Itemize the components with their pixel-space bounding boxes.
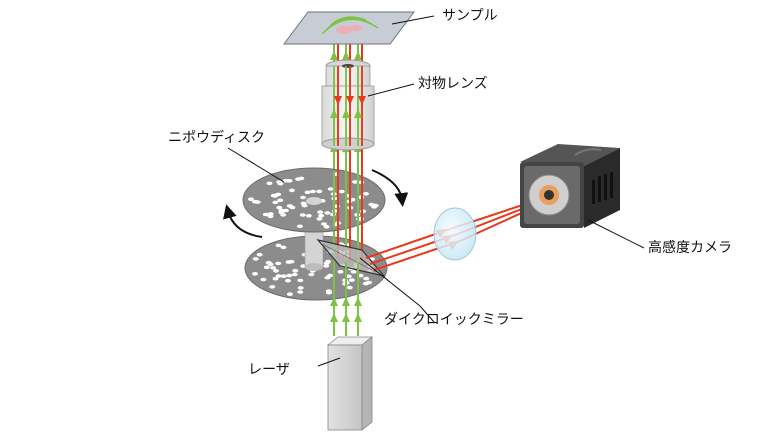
pinhole <box>324 275 331 280</box>
pinhole <box>252 272 259 276</box>
label-dichroic-mirror: ダイクロイックミラー <box>384 312 524 328</box>
label-camera: 高感度カメラ <box>648 240 732 256</box>
pinhole <box>362 281 369 286</box>
pinhole <box>316 217 323 221</box>
pinhole <box>275 243 282 248</box>
pinhole <box>305 214 312 218</box>
pinhole <box>266 181 273 186</box>
tube-lens <box>433 207 477 261</box>
pinhole <box>270 266 277 270</box>
dichroic-mirror <box>316 239 386 277</box>
label-laser: レーザ <box>248 362 290 378</box>
objective-lens <box>321 59 375 151</box>
pinhole <box>362 192 369 196</box>
pinhole <box>260 277 267 282</box>
pinhole <box>326 290 332 295</box>
pinhole <box>323 264 330 268</box>
pinhole <box>267 262 274 267</box>
pinhole <box>318 213 325 218</box>
pinhole <box>327 187 334 191</box>
pinhole <box>280 274 287 279</box>
pinhole <box>297 278 304 283</box>
label-nipkow-disk: ニポウディスク <box>168 130 266 146</box>
pinhole <box>269 285 276 289</box>
pinhole <box>368 202 375 207</box>
pinhole <box>292 268 299 273</box>
pinhole <box>276 205 283 210</box>
pinhole <box>301 203 308 208</box>
pinhole <box>272 200 279 205</box>
pinhole <box>270 193 277 198</box>
pinhole <box>338 189 345 194</box>
pinhole <box>277 198 284 203</box>
pinhole <box>267 212 274 216</box>
pinhole <box>297 290 304 294</box>
pinhole <box>288 188 295 193</box>
pinhole <box>275 261 282 266</box>
pinhole <box>346 285 353 290</box>
pinhole <box>256 252 263 257</box>
pinhole <box>308 272 315 277</box>
pinhole <box>299 213 306 217</box>
pinhole <box>363 276 370 281</box>
laser-source <box>326 336 374 431</box>
pinhole <box>275 274 282 278</box>
pinhole <box>321 222 327 226</box>
sample-slide <box>283 11 415 45</box>
pinhole <box>316 189 323 194</box>
pinhole <box>286 204 293 208</box>
pinhole <box>285 278 291 283</box>
pinhole <box>295 177 302 181</box>
pinhole <box>352 180 359 184</box>
pinhole <box>280 245 287 250</box>
leader-lines <box>227 15 645 367</box>
pinhole <box>291 272 298 277</box>
pinhole <box>252 199 258 204</box>
pinhole <box>300 195 307 200</box>
pinhole <box>276 180 283 184</box>
pinhole <box>324 211 331 215</box>
pinhole <box>286 273 293 278</box>
pinhole <box>263 265 270 270</box>
pinhole <box>272 276 279 281</box>
pinhole <box>288 259 295 264</box>
pinhole <box>286 292 293 297</box>
pinhole <box>317 210 324 214</box>
high-sensitivity-camera <box>520 144 620 228</box>
pinhole <box>350 270 357 274</box>
pinhole <box>252 257 259 261</box>
pinhole <box>357 273 364 278</box>
pinhole <box>296 224 303 229</box>
pinhole <box>278 208 285 213</box>
label-objective-lens: 対物レンズ <box>418 76 488 92</box>
pinhole <box>262 212 269 217</box>
pinhole <box>323 225 330 229</box>
rotation-arrow-left-icon <box>223 204 263 238</box>
pinhole <box>282 208 289 213</box>
pinhole <box>309 189 316 194</box>
pinhole <box>323 261 330 265</box>
pinhole <box>248 197 254 201</box>
rotation-arrow-right-icon <box>371 169 409 207</box>
pinhole <box>345 274 352 279</box>
pinhole <box>273 269 279 273</box>
nipkow-disk-upper <box>242 167 386 233</box>
pinhole <box>297 286 304 290</box>
pinhole <box>286 179 293 183</box>
pinhole <box>348 278 355 282</box>
label-sample: サンプル <box>442 8 498 24</box>
pinhole <box>337 270 344 274</box>
pinhole <box>304 190 311 195</box>
